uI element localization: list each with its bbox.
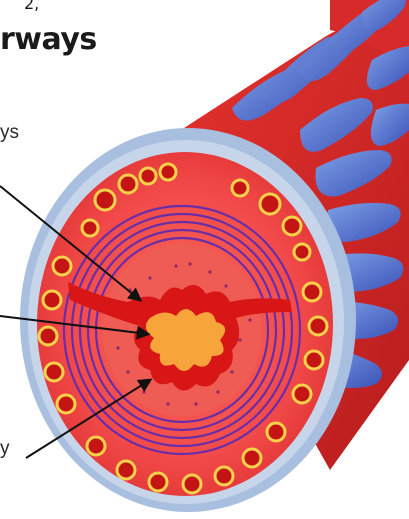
airway-cross-section-illustration xyxy=(0,0,409,519)
